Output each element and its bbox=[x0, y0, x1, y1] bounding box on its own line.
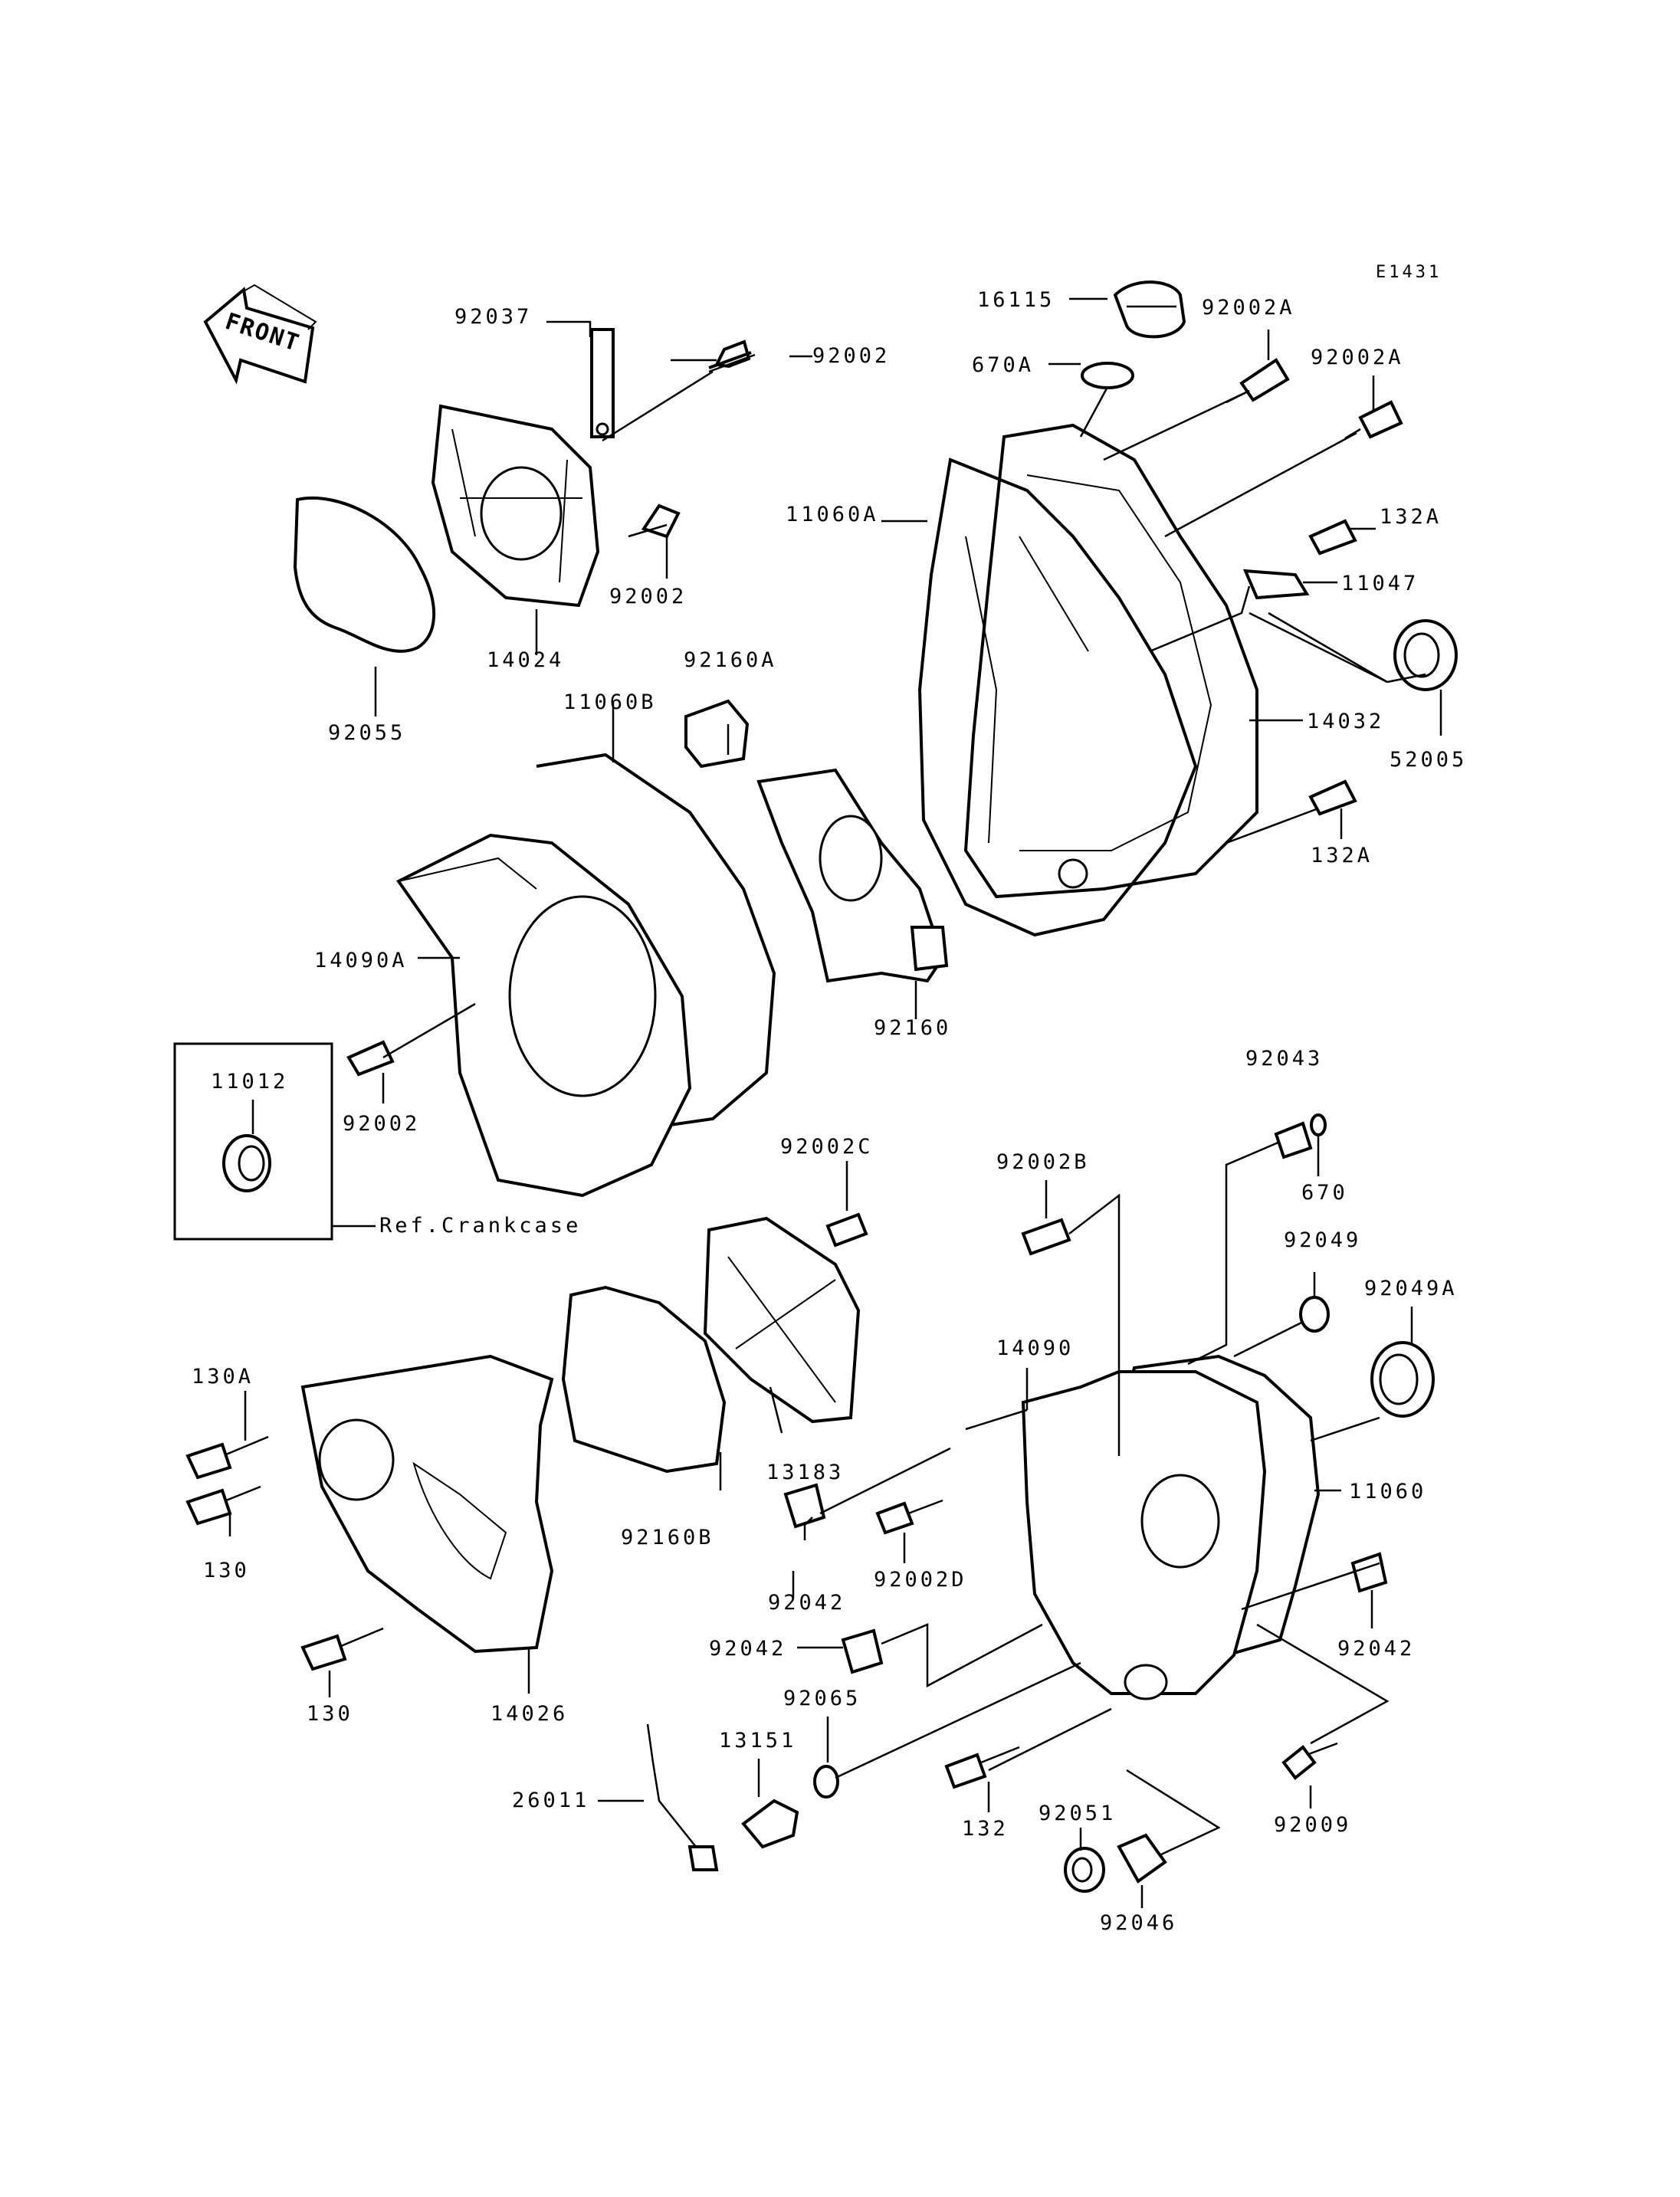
label-14090: 14090 bbox=[996, 1336, 1074, 1360]
lead-26011 bbox=[646, 1723, 719, 1871]
gasket-11060B bbox=[536, 753, 776, 1128]
cover-14024 bbox=[431, 404, 600, 608]
label-14026: 14026 bbox=[491, 1702, 568, 1726]
gasket-11060A bbox=[917, 457, 1198, 937]
label-92042-3: 92042 bbox=[1337, 1637, 1415, 1661]
seal-52005 bbox=[1393, 619, 1458, 691]
seal-92051 bbox=[1064, 1847, 1105, 1893]
ref-label: Ref.Crankcase bbox=[379, 1214, 581, 1238]
label-92002D: 92002D bbox=[874, 1568, 967, 1592]
label-92042-2: 92042 bbox=[709, 1637, 786, 1661]
bolt-92002C bbox=[825, 1212, 868, 1248]
label-92043: 92043 bbox=[1245, 1047, 1323, 1071]
label-13151: 13151 bbox=[719, 1729, 796, 1753]
cover-14090 bbox=[1021, 1370, 1267, 1700]
label-92037: 92037 bbox=[454, 305, 532, 329]
bolt-132A-1 bbox=[1308, 519, 1357, 556]
bolt-92002-mid bbox=[628, 503, 681, 539]
bolt-92002-top bbox=[708, 339, 756, 373]
ref-box bbox=[173, 1042, 333, 1241]
label-92051: 92051 bbox=[1039, 1802, 1116, 1825]
bolt-130-1 bbox=[185, 1485, 261, 1526]
label-14090A: 14090A bbox=[314, 949, 408, 972]
oil-cap-16115 bbox=[1113, 280, 1186, 339]
label-670: 670 bbox=[1301, 1181, 1348, 1205]
bracket-11047 bbox=[1242, 569, 1310, 600]
label-26011: 26011 bbox=[512, 1789, 589, 1812]
label-670A: 670A bbox=[972, 353, 1034, 377]
cover-14026 bbox=[300, 1354, 554, 1654]
label-52005: 52005 bbox=[1390, 748, 1467, 772]
front-arrow-icon: FRONT bbox=[203, 284, 317, 385]
label-92160B: 92160B bbox=[621, 1526, 714, 1549]
label-92002C: 92002C bbox=[780, 1135, 874, 1159]
label-92002-low: 92002 bbox=[343, 1112, 420, 1136]
label-132A-2: 132A bbox=[1311, 844, 1373, 867]
part-labels: 16115 92002A 92002A 670A 92037 92002 110… bbox=[192, 288, 1467, 1935]
label-130-2: 130 bbox=[307, 1702, 353, 1726]
cover-14090A bbox=[396, 833, 692, 1198]
seal-92049A bbox=[1370, 1341, 1435, 1418]
bearing-92046 bbox=[1117, 1833, 1167, 1884]
label-14032: 14032 bbox=[1307, 710, 1384, 733]
label-92042-1: 92042 bbox=[768, 1591, 845, 1615]
strap-92037 bbox=[590, 328, 615, 438]
bolt-92002B bbox=[1021, 1218, 1071, 1256]
bolt-130A bbox=[185, 1435, 269, 1480]
label-130-1: 130 bbox=[203, 1559, 250, 1582]
label-92009: 92009 bbox=[1274, 1813, 1351, 1837]
label-92002A-2: 92002A bbox=[1311, 346, 1404, 369]
bolt-132 bbox=[944, 1746, 1020, 1789]
dowel-92043 bbox=[1274, 1121, 1313, 1159]
label-92160: 92160 bbox=[874, 1016, 951, 1040]
screw-92009 bbox=[1281, 1742, 1338, 1780]
label-92002B: 92002B bbox=[996, 1150, 1090, 1174]
diagram-code: E1431 bbox=[1376, 263, 1442, 282]
bolt-92002D bbox=[875, 1499, 943, 1535]
seal-92049 bbox=[1299, 1296, 1330, 1333]
label-92002-top: 92002 bbox=[812, 344, 890, 368]
label-92002-mid: 92002 bbox=[609, 585, 687, 608]
label-92065: 92065 bbox=[783, 1687, 861, 1710]
label-11060A: 11060A bbox=[786, 503, 879, 526]
bolt-130-2 bbox=[300, 1627, 384, 1671]
seal-11012 bbox=[222, 1134, 271, 1192]
label-92049: 92049 bbox=[1284, 1228, 1361, 1252]
gasket-13183 bbox=[703, 1216, 861, 1424]
label-11047: 11047 bbox=[1341, 572, 1419, 595]
plate-92160 bbox=[756, 768, 949, 983]
label-92160A: 92160A bbox=[684, 648, 777, 672]
block-92160A bbox=[684, 699, 750, 769]
label-132A-1: 132A bbox=[1380, 505, 1442, 529]
o-ring-670A bbox=[1081, 362, 1134, 389]
label-132: 132 bbox=[962, 1817, 1009, 1841]
label-14024: 14024 bbox=[487, 648, 564, 672]
label-92002A-1: 92002A bbox=[1202, 296, 1295, 320]
label-11060: 11060 bbox=[1349, 1480, 1426, 1503]
block-92160B bbox=[561, 1285, 727, 1474]
label-16115: 16115 bbox=[977, 288, 1055, 312]
cover-14032 bbox=[963, 423, 1258, 899]
label-92049A: 92049A bbox=[1364, 1277, 1458, 1300]
label-11060B: 11060B bbox=[563, 690, 657, 714]
bolt-92002A-1 bbox=[1226, 358, 1290, 404]
washer-92065 bbox=[813, 1765, 839, 1799]
dowel-92042-2 bbox=[841, 1628, 884, 1674]
dowel-92042-1 bbox=[783, 1483, 826, 1529]
gasket-92055 bbox=[293, 496, 435, 653]
label-92055: 92055 bbox=[328, 721, 405, 745]
label-13183: 13183 bbox=[766, 1461, 844, 1484]
o-ring-670 bbox=[1310, 1113, 1327, 1136]
dowel-92042-3 bbox=[1350, 1552, 1388, 1593]
bolt-92002-low bbox=[346, 1040, 395, 1077]
label-130A: 130A bbox=[192, 1365, 254, 1389]
switch-13151 bbox=[741, 1799, 799, 1849]
label-11012: 11012 bbox=[211, 1070, 288, 1094]
label-92046: 92046 bbox=[1100, 1911, 1177, 1935]
leader-lines bbox=[228, 297, 1442, 1908]
